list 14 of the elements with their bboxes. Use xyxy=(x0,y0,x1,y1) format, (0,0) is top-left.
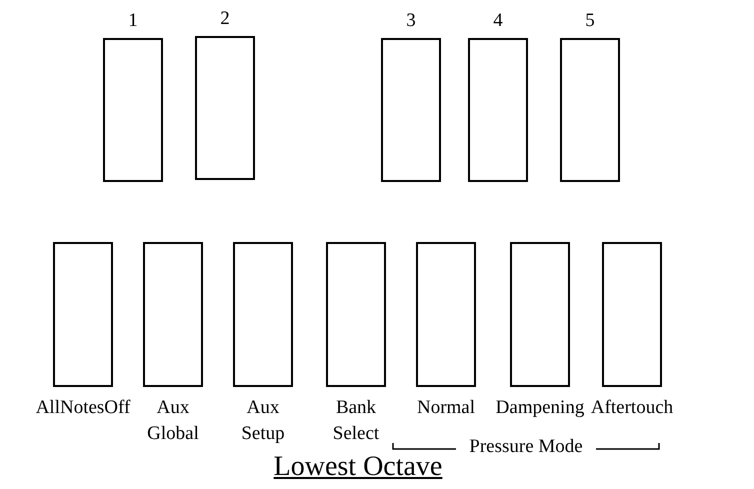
key-number: 1 xyxy=(128,9,138,33)
caption: Lowest Octave xyxy=(274,452,442,482)
key-number: 2 xyxy=(220,7,230,31)
key-label: Aux Setup xyxy=(241,396,285,446)
bracket-label: Pressure Mode xyxy=(469,435,583,459)
key-label: Dampening xyxy=(496,396,584,420)
key-number: 4 xyxy=(493,9,503,33)
key-number: 5 xyxy=(585,9,595,33)
key-label: Aftertouch xyxy=(590,396,674,420)
key-label: Normal xyxy=(416,396,476,420)
key-label: Bank Select xyxy=(332,396,380,446)
key-number: 3 xyxy=(406,9,416,33)
key-label: Aux Global xyxy=(147,396,199,446)
key-label: AllNotesOff xyxy=(36,396,130,420)
